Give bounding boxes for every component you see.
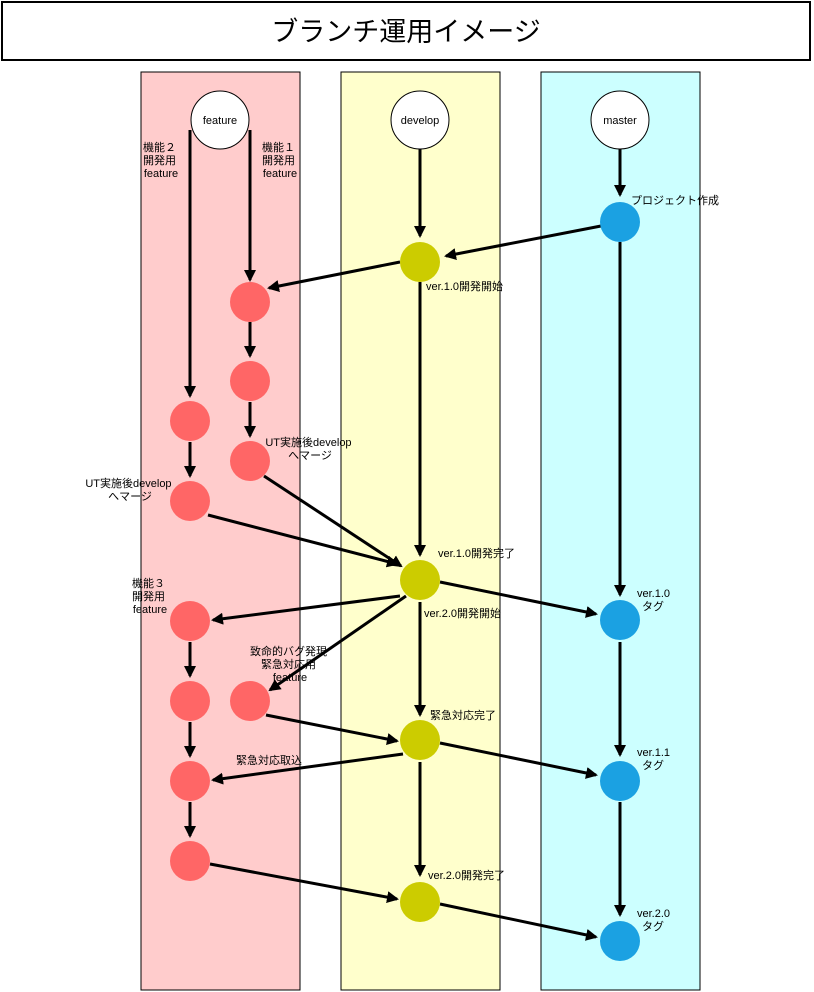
edge-bugfix-to-d3: [265, 713, 399, 745]
v10-done-label: ver.1.0開発完了: [438, 546, 515, 560]
bugfix-label: 致命的バグ発現 緊急対応用 feature: [250, 644, 330, 684]
feature3-node-4: [170, 841, 210, 881]
feature2-node-2: [170, 481, 210, 521]
ut-merge-label-1: UT実施後develop へマージ: [265, 435, 354, 462]
feature1-node-2: [230, 361, 270, 401]
feature3-node-3: [170, 761, 210, 801]
master-node-v11: [600, 761, 640, 801]
develop-node-v20-done: [400, 882, 440, 922]
edge-d3-to-m3: [439, 741, 598, 779]
feature2-label: 機能２ 開発用 feature: [143, 140, 179, 180]
feature1-node-1: [230, 282, 270, 322]
v20-tag-label: ver.2.0 タグ: [637, 908, 673, 933]
edge-d1-to-f1a: [267, 260, 401, 292]
edge-d2-to-f3a: [211, 594, 401, 625]
edge-f2b-to-d2: [207, 513, 399, 568]
emergency-done-label: 緊急対応完了: [430, 708, 496, 722]
edge-f1c-to-d2: [263, 474, 403, 568]
develop-node-v10-done: [400, 560, 440, 600]
feature3-node-1: [170, 601, 210, 641]
feature2-node-1: [170, 401, 210, 441]
develop-node-emergency-done: [400, 720, 440, 760]
feature1-node-3: [230, 441, 270, 481]
v20-done-label: ver.2.0開発完了: [428, 868, 505, 882]
feature-head-node: feature: [190, 90, 250, 150]
feature-lane: [140, 71, 301, 991]
feature3-node-2: [170, 681, 210, 721]
diagram-title: ブランチ運用イメージ: [271, 17, 540, 48]
title-box: ブランチ運用イメージ: [1, 1, 811, 61]
edge-d4-to-m4: [439, 902, 598, 941]
edges: [184, 130, 626, 941]
edge-d2-to-m2: [439, 580, 598, 618]
v11-tag-label: ver.1.1 タグ: [637, 747, 673, 772]
bugfix-node: [230, 681, 270, 721]
master-head-node: master: [590, 90, 650, 150]
feature-head-label: feature: [203, 115, 237, 127]
feature3-label: 機能３ 開発用 feature: [132, 576, 168, 616]
feature1-label: 機能１ 開発用 feature: [262, 140, 298, 180]
master-head-label: master: [603, 115, 637, 127]
emergency-take-label: 緊急対応取込: [236, 753, 302, 767]
v10-tag-label: ver.1.0 タグ: [637, 588, 673, 613]
edge-d2-to-bugfix: [268, 594, 407, 692]
edge-m1-to-d1: [444, 224, 602, 260]
v10-start-label: ver.1.0開発開始: [426, 279, 503, 293]
develop-node-v10-start: [400, 242, 440, 282]
project-created-label: プロジェクト作成: [631, 194, 719, 207]
ut-merge-label-2: UT実施後develop へマージ: [85, 476, 174, 503]
edge-d3-to-f3c: [211, 752, 404, 785]
develop-head-node: develop: [390, 90, 450, 150]
master-node-v20: [600, 921, 640, 961]
master-node-v10: [600, 600, 640, 640]
master-node-project: [600, 202, 640, 242]
v20-start-label: ver.2.0開発開始: [424, 606, 501, 620]
edge-f3d-to-d4: [209, 862, 399, 904]
develop-head-label: develop: [401, 115, 440, 127]
